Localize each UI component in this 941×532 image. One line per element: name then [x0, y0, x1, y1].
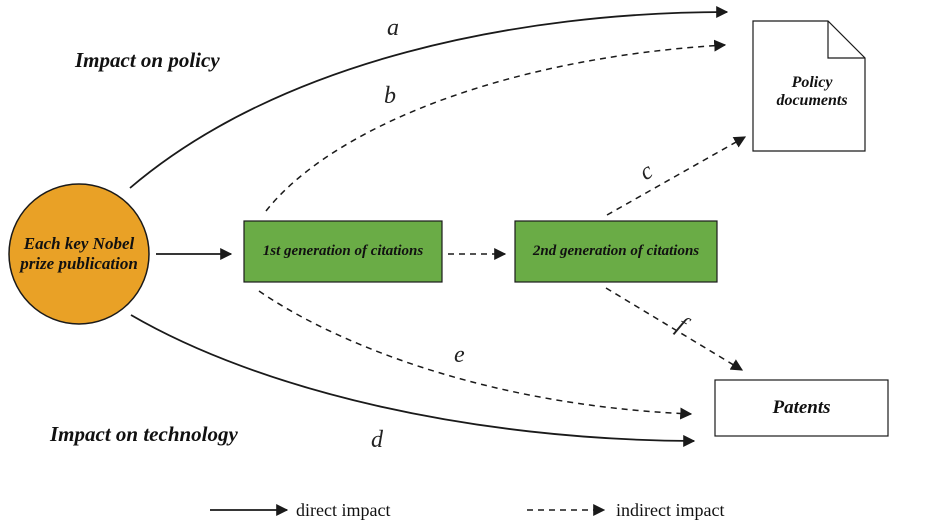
patents-label: Patents	[772, 397, 831, 419]
edge-a-label: a	[387, 15, 399, 41]
second-generation-citations-label: 2nd generation of citations	[532, 242, 700, 259]
impact-on-policy-heading: Impact on policy	[75, 48, 220, 72]
edge-d-label: d	[371, 427, 383, 453]
edge-b-label: b	[384, 83, 396, 109]
edge-b-dashed-arrow	[265, 39, 727, 212]
policy-documents-node	[752, 20, 866, 152]
edge-e-label: e	[454, 342, 465, 368]
legend-direct-label: direct impact	[296, 500, 391, 520]
first-generation-citations-node	[243, 220, 443, 283]
first-generation-citations-label: 1st generation of citations	[262, 242, 424, 259]
edge-a-solid-arrow	[129, 6, 729, 189]
nobel-publication-label: Each key Nobel prize publication	[20, 234, 138, 273]
edge-c-dashed-arrow	[606, 136, 747, 216]
impact-on-technology-heading: Impact on technology	[50, 422, 238, 446]
second-generation-citations-node	[514, 220, 718, 283]
patents-node	[714, 379, 889, 437]
edge-d-solid-arrow	[130, 314, 696, 447]
policy-documents-label: Policy documents	[776, 73, 848, 109]
edge-e-dashed-arrow	[258, 290, 693, 420]
policy-documents-fold	[827, 21, 865, 59]
edge-f-dashed-arrow	[605, 287, 744, 371]
legend-indirect-label: indirect impact	[616, 500, 725, 520]
nobel-publication-node	[8, 183, 150, 325]
